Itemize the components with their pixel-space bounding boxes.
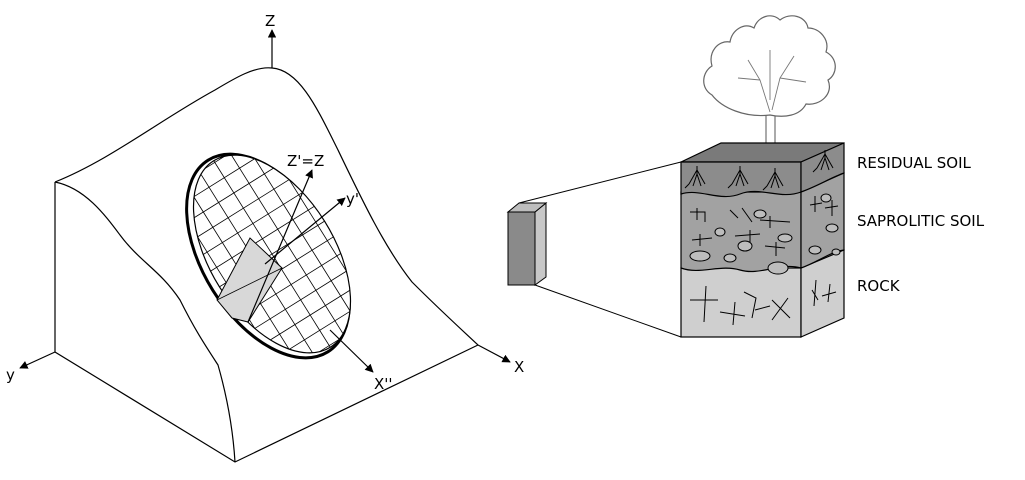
saprolite-texture <box>689 193 841 275</box>
shaded-slice-plane <box>216 237 283 323</box>
slip-surface <box>161 127 383 381</box>
axis-x-double-prime-label: X'' <box>374 375 393 393</box>
saprolitic-layer-front <box>680 191 802 273</box>
axis-labels: Z Z'=Z y' y X X'' <box>6 12 524 393</box>
projection-lines <box>518 161 682 338</box>
slope-front-edge <box>54 181 236 463</box>
slope-top-silhouette <box>54 67 479 346</box>
sample-column-side <box>534 201 547 286</box>
slip-surface-grid <box>161 127 383 381</box>
layer-label-rock: ROCK <box>857 277 901 295</box>
axis-x-double-prime-line <box>329 329 374 373</box>
layer-labels: RESIDUAL SOIL SAPROLITIC SOIL ROCK <box>857 154 985 295</box>
layer-label-residual: RESIDUAL SOIL <box>857 154 972 172</box>
root-mark <box>762 168 784 191</box>
roots <box>684 150 834 191</box>
grid-line <box>218 134 357 355</box>
slope-block <box>54 67 479 463</box>
axis-y-prime-label: y' <box>346 190 359 208</box>
axes <box>19 29 511 373</box>
axis-y-label: y <box>6 366 15 384</box>
axis-y-prime-line <box>264 197 346 265</box>
rock-fractures <box>690 279 837 326</box>
root-mark <box>727 166 749 189</box>
root-mark <box>812 150 834 173</box>
axis-x-line <box>477 344 511 363</box>
axis-x-label: X <box>514 358 524 376</box>
grid-line <box>233 127 372 346</box>
grid-line <box>202 143 342 365</box>
sample-column-front <box>507 211 536 286</box>
tree-canopy <box>703 15 836 117</box>
root-mark <box>684 166 706 189</box>
sample-column <box>506 201 548 286</box>
axis-y-line <box>19 351 56 369</box>
rock-layer-side <box>800 249 845 338</box>
rock-layer-front <box>680 267 802 338</box>
axis-z-prime-line <box>247 169 313 323</box>
axis-z-label: Z <box>265 12 275 30</box>
sample-column-top <box>506 202 548 213</box>
tree <box>703 15 836 153</box>
layer-label-saprolitic: SAPROLITIC SOIL <box>857 212 985 230</box>
saprolite-marks <box>690 196 839 256</box>
saprolitic-layer-side <box>800 172 845 269</box>
slope-front-face <box>54 182 479 463</box>
residual-layer-side <box>800 142 845 193</box>
axis-z-prime-label: Z'=Z <box>287 152 324 170</box>
